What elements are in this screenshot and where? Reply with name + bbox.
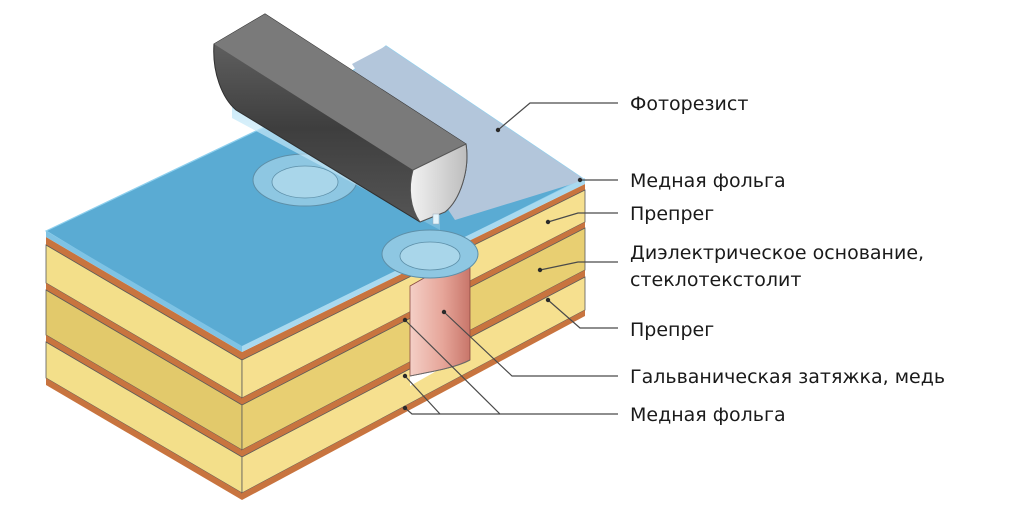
label-copper-foil-top: Медная фольга xyxy=(630,170,786,192)
leader-photoresist xyxy=(497,102,618,131)
via-bottom-arc xyxy=(409,359,471,377)
label-photoresist: Фоторезист xyxy=(630,93,748,115)
leader-copper-inner-b xyxy=(404,375,441,415)
hole-ring-lower-inner xyxy=(399,241,461,271)
right-copper-bottom xyxy=(242,310,585,500)
photoresist-unexposed-strip xyxy=(352,46,585,220)
left-copper-bottom xyxy=(46,378,242,500)
lamp-end-cap xyxy=(409,143,468,223)
label-prepreg-bottom: Препрег xyxy=(630,319,714,341)
leader-copper-inner-c xyxy=(404,407,500,415)
leader-prepreg-bottom xyxy=(547,299,618,329)
plated-via-cutaway xyxy=(409,251,471,386)
board-left-face xyxy=(45,237,243,500)
hole-ring-upper-inner xyxy=(271,165,339,199)
label-plating: Гальваническая затяжка, медь xyxy=(630,366,945,388)
left-copper-inner-2 xyxy=(46,335,242,457)
left-copper-inner-1 xyxy=(46,283,242,405)
leader-dielectric xyxy=(539,261,618,271)
photoresist-edge xyxy=(46,231,242,352)
labels: Фоторезист Медная фольга Препрег Диэлект… xyxy=(630,93,945,426)
label-prepreg-top: Препрег xyxy=(630,203,714,225)
left-copper-foil-top xyxy=(46,237,242,360)
label-dielectric-line1: Диэлектрическое основание, xyxy=(630,242,924,264)
uv-lamp-icon xyxy=(213,13,468,230)
leader-prepreg-top xyxy=(547,212,618,223)
label-dielectric-line2: стеклотекстолит xyxy=(630,269,801,291)
leader-plating xyxy=(443,311,618,377)
label-copper-foil-inner: Медная фольга xyxy=(630,404,786,426)
lamp-top xyxy=(214,14,466,170)
leader-lines xyxy=(402,102,618,415)
lamp-emitter xyxy=(432,213,440,225)
